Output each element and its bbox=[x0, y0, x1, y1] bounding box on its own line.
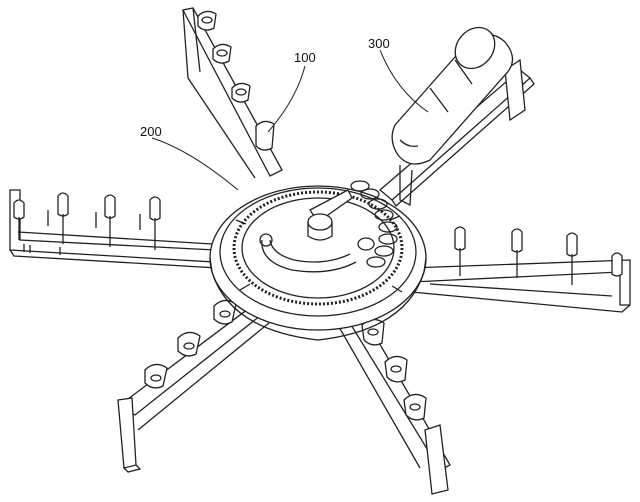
upper-left-arm-holders bbox=[197, 10, 275, 151]
lower-right-arm-holders bbox=[361, 318, 427, 421]
arm-lower-left bbox=[117, 299, 276, 473]
arm-lower-right bbox=[334, 309, 451, 495]
hub-200 bbox=[209, 180, 427, 341]
crank-100 bbox=[307, 189, 353, 241]
label-100: 100 bbox=[294, 50, 316, 65]
leader-lines bbox=[151, 49, 429, 191]
arm-left bbox=[9, 189, 220, 269]
spring-coil bbox=[350, 180, 398, 268]
label-300: 300 bbox=[368, 36, 390, 51]
arm-upper-left bbox=[182, 7, 283, 179]
gear-ring bbox=[232, 190, 404, 306]
left-arm-holders bbox=[13, 192, 161, 250]
right-arm-holders bbox=[454, 226, 623, 285]
label-200: 200 bbox=[140, 124, 162, 139]
module-300 bbox=[391, 26, 514, 165]
arm-upper-right bbox=[378, 26, 535, 207]
arm-right bbox=[409, 226, 631, 313]
lower-left-arm-holders bbox=[144, 299, 237, 389]
